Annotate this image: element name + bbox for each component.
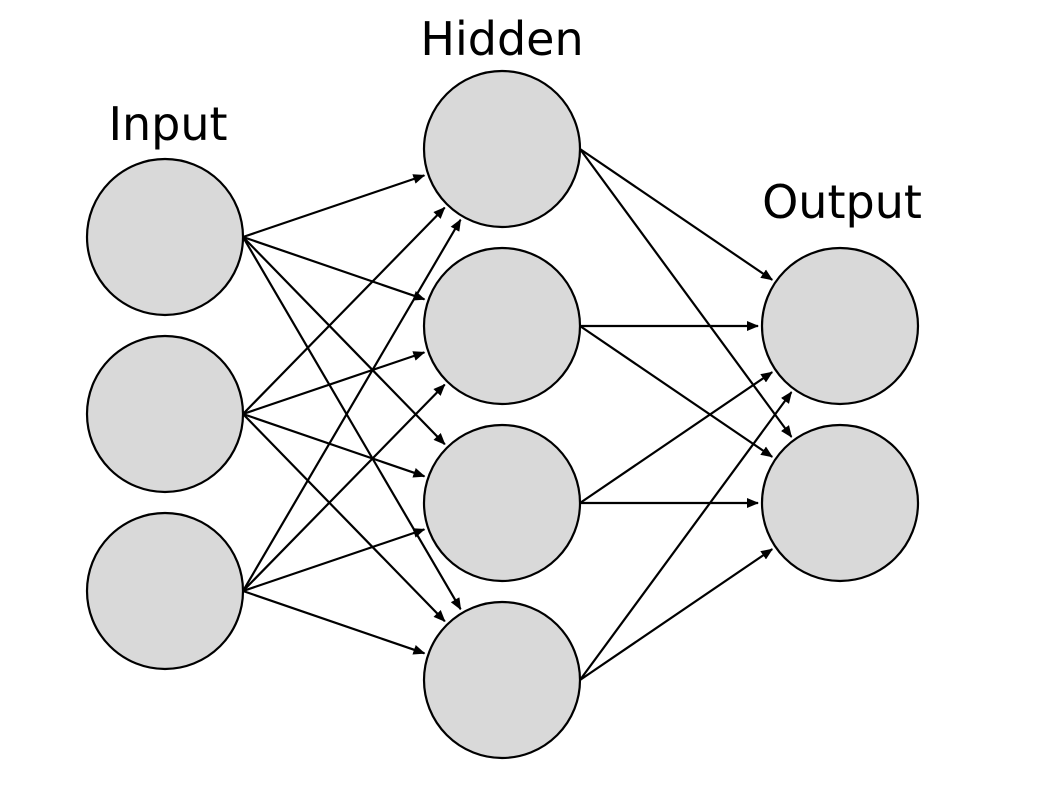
edge-input-2-to-hidden-3 (242, 412, 426, 478)
edge-hidden-4-to-output-2 (579, 548, 774, 681)
hidden-layer-label: Hidden (420, 12, 583, 66)
edge-hidden-3-to-output-1 (579, 371, 774, 504)
hidden-neuron-2 (422, 246, 582, 406)
neurons (85, 69, 920, 760)
input-neuron-2 (85, 334, 245, 494)
edge-input-3-to-hidden-2 (242, 383, 446, 592)
edge-hidden-4-to-output-1 (579, 391, 793, 681)
input-neuron-3 (85, 511, 245, 671)
input-layer-label: Input (108, 97, 227, 151)
edge-input-3-to-hidden-4 (242, 589, 426, 655)
edge-input-3-to-hidden-1 (242, 218, 462, 592)
edge-input-1-to-hidden-2 (242, 235, 426, 301)
edge-input-3-to-hidden-3 (242, 528, 426, 593)
hidden-neuron-3 (422, 423, 582, 583)
output-neuron-1 (760, 246, 920, 406)
hidden-neuron-4 (422, 600, 582, 760)
edge-input-1-to-hidden-3 (242, 236, 446, 446)
edge-input-1-to-hidden-1 (242, 174, 426, 239)
connection-edges (242, 148, 793, 681)
edge-input-1-to-hidden-4 (242, 236, 462, 611)
edge-hidden-1-to-output-2 (579, 148, 793, 438)
edge-input-2-to-hidden-2 (242, 351, 426, 416)
output-neuron-2 (760, 423, 920, 583)
output-layer-label: Output (762, 175, 922, 229)
hidden-neuron-1 (422, 69, 582, 229)
input-neuron-1 (85, 157, 245, 317)
edge-input-2-to-hidden-4 (242, 413, 446, 623)
edge-hidden-2-to-output-2 (579, 325, 774, 458)
edge-input-2-to-hidden-1 (242, 206, 446, 415)
edge-hidden-1-to-output-1 (579, 148, 774, 281)
